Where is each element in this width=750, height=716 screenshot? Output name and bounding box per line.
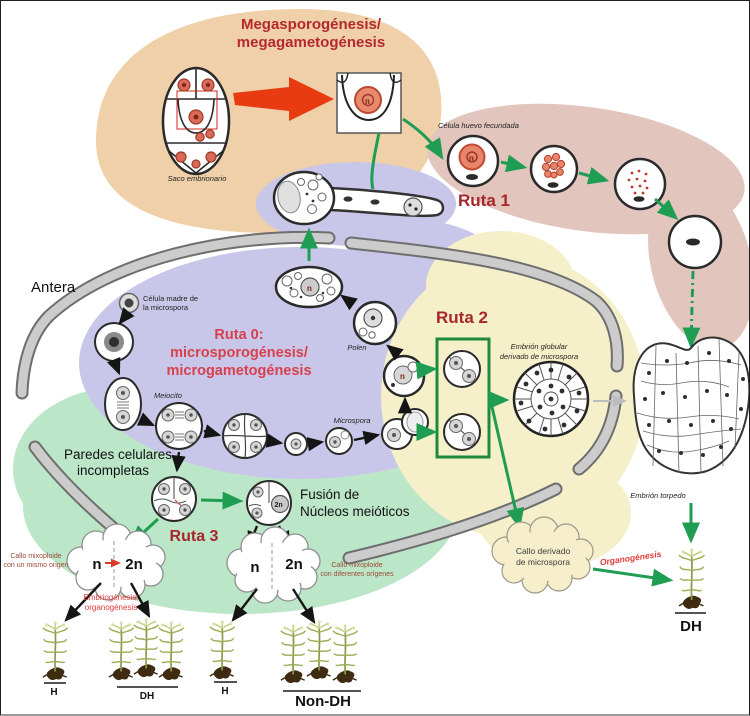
organogenesis-label: Organogénesis (599, 549, 662, 568)
ruta0-cycle: n n (94, 265, 429, 459)
big-red-arrow (233, 77, 334, 121)
paredes-label-2: incompletas (77, 463, 149, 478)
cloud-left-n: n (92, 556, 101, 573)
ruta0-label-3: microgametogénesis (166, 363, 311, 379)
ruta1-arrows (500, 154, 701, 349)
meiocito-label: Meiocito (154, 391, 182, 400)
globular-embryo (512, 360, 590, 438)
embrion-globular-label-2: derivado de microspora (500, 352, 578, 361)
ruta1-label: Ruta 1 (458, 191, 510, 210)
celula-huevo-label: Célula huevo fecundada (438, 121, 519, 130)
ruta2-embryo-top (443, 350, 481, 388)
diagram-title-line1: Megasporogénesis/ (241, 16, 382, 33)
nondh-label: Non-DH (295, 693, 351, 710)
embrion-globular-label-1: Embrión globular (511, 342, 568, 351)
cloud-left-2n: 2n (125, 556, 143, 573)
embrion-torpedo-label: Embrión torpedo (630, 491, 685, 500)
saco-label: Saco embrionario (168, 174, 227, 183)
plant-dh-right (678, 547, 706, 610)
callus-cloud-right: n 2n (226, 526, 321, 604)
h1-label: H (50, 687, 57, 698)
ruta1-stages: n (446, 134, 723, 270)
callus-cloud-left: n 2n (66, 523, 166, 601)
dh1-label: DH (140, 691, 154, 702)
fused-nuclei-cell: 2n (246, 480, 292, 526)
antera-label: Antera (31, 279, 76, 296)
microspore-n-label: n (400, 372, 405, 381)
ruta0-arrows (106, 227, 413, 473)
callo-mismo-label-2: con un mismo origen (4, 562, 69, 569)
ruta2-label: Ruta 2 (436, 308, 488, 327)
celula-madre-label-2: la microspora (143, 303, 189, 312)
ruta0-label-2: microsporogénesis/ (170, 345, 308, 361)
embriogenesis-label-1: Embriogénesis/ (83, 593, 139, 602)
paredes-label-1: Paredes celulares (64, 447, 172, 462)
embriogenesis-label-2: organogénesis (85, 603, 137, 612)
callus-micro-label-2: de microspora (516, 557, 570, 567)
zygote-n-label: n (469, 154, 474, 163)
cloud-right-n: n (250, 559, 259, 576)
egg-cell-box: n (336, 72, 402, 134)
dh-right-label: DH (680, 618, 702, 635)
ploidy-overlines (44, 612, 706, 692)
h2-label: H (221, 686, 228, 697)
pollen-tube (272, 170, 445, 226)
cloud-right-2n: 2n (285, 556, 303, 573)
ruta3-label: Ruta 3 (170, 528, 219, 545)
microspora-label: Microspora (333, 416, 370, 425)
diagram-title-line2: megagametogénesis (237, 34, 385, 51)
callus-micro-label-1: Callo derivado (516, 546, 571, 556)
callo-dif-label-2: con diferentes orígenes (320, 571, 394, 578)
egg-n-label: n (365, 97, 370, 106)
embryo-sac-diagram (161, 66, 231, 176)
callo-dif-label-1: Callo mixoploide (331, 562, 382, 569)
ruta3-section: 2n (128, 476, 292, 549)
fusion-label-1: Fusión de (300, 487, 359, 502)
ruta2-embryo-bottom (443, 413, 481, 451)
cloud-to-plant-arrows (64, 503, 700, 625)
ruta0-label-1: Ruta 0: (214, 327, 263, 343)
polen-label: Polen (347, 343, 366, 352)
fused-2n-label: 2n (275, 502, 283, 509)
celula-madre-label-1: Célula madre de (143, 294, 198, 303)
incomplete-walls-cell (151, 476, 197, 522)
plant-h-left (42, 620, 69, 681)
torpedo-embryo (632, 336, 749, 475)
fertilization-curve (370, 132, 381, 190)
ruta2-section (415, 337, 627, 530)
to-ruta1-curve (402, 117, 444, 160)
microspore-callus-cloud: Callo derivado de microspora (491, 516, 594, 594)
plant-h-mid (209, 619, 236, 680)
callo-mismo-label-1: Callo mixoploide (10, 553, 61, 560)
fusion-label-2: Núcleos meióticos (300, 504, 410, 519)
pollen-n-label: n (307, 284, 312, 293)
